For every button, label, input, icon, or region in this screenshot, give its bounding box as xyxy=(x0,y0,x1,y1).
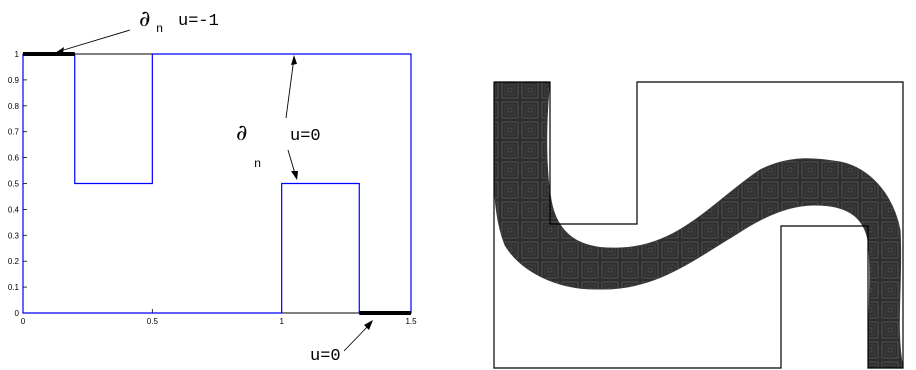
y-tick-label: 0.6 xyxy=(8,154,20,163)
y-tick-label: 0.7 xyxy=(8,128,20,137)
right-solution-plot xyxy=(493,81,904,369)
outflow-arrow-head xyxy=(364,320,373,330)
y-tick-label: 0.2 xyxy=(8,257,20,266)
wall-label: u=0 xyxy=(290,127,321,146)
y-tick-label: 0.1 xyxy=(8,283,20,292)
y-tick-label: 0.4 xyxy=(8,205,20,214)
y-tick-label: 1 xyxy=(15,50,20,59)
wall-arrow-up-head xyxy=(291,55,297,65)
wall-partial-symbol: ∂ xyxy=(236,121,247,146)
wall-subscript: n xyxy=(254,157,261,171)
outflow-label: u=0 xyxy=(310,347,341,366)
y-axis-ticks: 0 0.1 0.2 0.3 0.4 0.5 0.6 0.7 0.8 0.9 1 xyxy=(8,50,27,318)
x-tick-label: 0 xyxy=(21,317,26,326)
y-tick-label: 0 xyxy=(15,309,20,318)
inflow-arrow-head xyxy=(55,47,64,53)
domain-outline xyxy=(22,53,412,314)
inflow-annotation: ∂ n u=-1 xyxy=(55,7,219,53)
y-tick-label: 0.3 xyxy=(8,231,20,240)
inflow-arrow xyxy=(56,29,131,53)
x-tick-label: 1.5 xyxy=(405,317,417,326)
channel-outline xyxy=(493,81,904,369)
x-tick-label: 1 xyxy=(279,317,284,326)
wall-arrow-up xyxy=(285,57,295,119)
inflow-label: u=-1 xyxy=(178,12,219,31)
left-domain-plot: 0 0.5 1 1.5 0 0.1 0.2 0.3 0.4 0.5 0.6 0.7 0.8 0.9 1 ∂… xyxy=(8,7,417,366)
inflow-partial-symbol: ∂ xyxy=(139,7,150,32)
x-axis-ticks: 0 0.5 1 1.5 xyxy=(21,309,417,326)
wall-annotation: ∂ n u=0 xyxy=(236,55,321,180)
wall-arrow-down-head xyxy=(291,171,298,180)
outflow-annotation: u=0 xyxy=(310,320,373,366)
y-tick-label: 0.8 xyxy=(8,102,20,111)
x-tick-label: 0.5 xyxy=(147,317,159,326)
outflow-arrow xyxy=(343,322,372,352)
solution-band xyxy=(493,81,904,369)
y-tick-label: 0.9 xyxy=(8,76,20,85)
inflow-subscript: n xyxy=(156,22,163,36)
y-tick-label: 0.5 xyxy=(8,180,20,189)
